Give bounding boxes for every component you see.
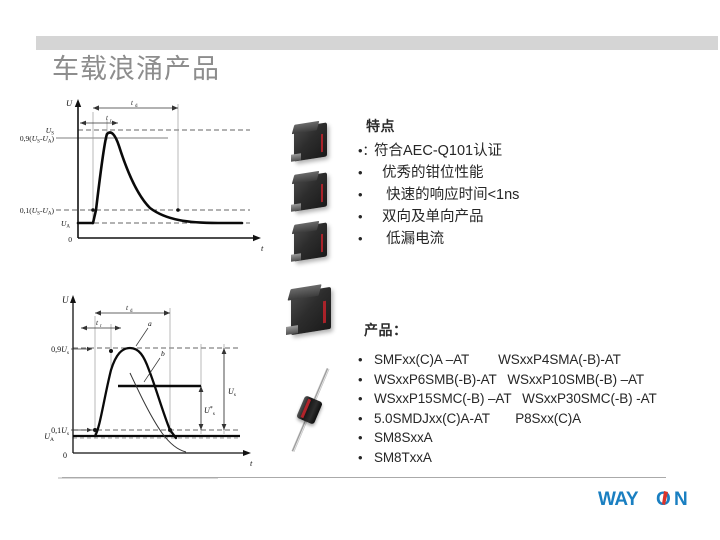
list-item: • 5.0SMDJxx(C)A-AT P8Sxx(C)A bbox=[358, 409, 714, 429]
product-text: WSxxP6SMB(-B)-AT WSxxP10SMB(-B) –AT bbox=[374, 371, 645, 387]
svg-text:t: t bbox=[126, 303, 129, 312]
axial-leaded-diode bbox=[286, 368, 334, 452]
svg-text:Us: Us bbox=[228, 387, 236, 398]
product-text: SMFxx(C)A –AT WSxxP4SMA(-B)-AT bbox=[374, 352, 621, 367]
svg-text:a: a bbox=[148, 319, 152, 328]
svg-text:t: t bbox=[261, 243, 264, 253]
smd-package-3 bbox=[288, 220, 334, 264]
products-list: • SMFxx(C)A –AT WSxxP4SMA(-B)-AT • WSxxP… bbox=[358, 350, 714, 467]
svg-text:r: r bbox=[100, 324, 102, 329]
bullet-marker: • bbox=[358, 371, 363, 387]
feature-text: 低漏电流 bbox=[374, 231, 445, 247]
list-item: • WSxxP6SMB(-B)-AT WSxxP10SMB(-B) –AT bbox=[358, 370, 714, 390]
products-section: 产品： • SMFxx(C)A –AT WSxxP4SMA(-B)-AT • W… bbox=[358, 320, 714, 467]
smd-package-1 bbox=[288, 120, 334, 164]
bullet-marker: • bbox=[358, 410, 363, 426]
svg-text:t: t bbox=[96, 318, 99, 327]
smd-package-2 bbox=[288, 170, 334, 214]
header-banner bbox=[36, 36, 718, 50]
svg-text:t: t bbox=[250, 458, 253, 468]
features-heading: 特点 bbox=[366, 118, 395, 134]
svg-text:0,9Us: 0,9Us bbox=[51, 345, 69, 356]
list-item: • SM8SxxA bbox=[358, 428, 714, 448]
feature-text: 优秀的钳位性能 bbox=[374, 165, 484, 181]
bullet-marker: • bbox=[358, 209, 363, 224]
list-item: • SMFxx(C)A –AT WSxxP4SMA(-B)-AT bbox=[358, 350, 714, 370]
svg-text:0,9(US-UA): 0,9(US-UA) bbox=[20, 134, 55, 145]
bullet-marker: •： bbox=[358, 143, 376, 158]
svg-text:U*s: U*s bbox=[204, 406, 215, 417]
list-item: • WSxxP15SMC(-B) –AT WSxxP30SMC(-B) -AT bbox=[358, 389, 714, 409]
products-heading: 产品： bbox=[364, 322, 408, 338]
svg-text:d: d bbox=[135, 104, 138, 109]
svg-text:r: r bbox=[110, 119, 112, 124]
list-item: • 优秀的钳位性能 bbox=[358, 162, 698, 184]
svg-text:U: U bbox=[66, 98, 73, 108]
svg-text:WAY: WAY bbox=[598, 489, 639, 510]
svg-text:UA: UA bbox=[61, 219, 70, 230]
list-item: • 快速的响应时间<1ns bbox=[358, 184, 698, 206]
list-item: • SM8TxxA bbox=[358, 448, 714, 468]
bullet-marker: • bbox=[358, 231, 363, 246]
svg-text:d: d bbox=[130, 309, 133, 314]
svg-text:b: b bbox=[161, 349, 165, 358]
smd-package-large bbox=[283, 284, 339, 338]
svg-text:0: 0 bbox=[63, 451, 67, 460]
page-title: 车载浪涌产品 bbox=[52, 54, 220, 84]
bullet-marker: • bbox=[358, 391, 363, 406]
footer-divider bbox=[62, 477, 666, 478]
chart-surge-pulse: t d t r U t US 0,9(US bbox=[18, 90, 280, 265]
features-section: 特点 •： 符合AEC-Q101认证 • 优秀的钳位性能 • 快速的响应时间<1… bbox=[358, 116, 698, 250]
chart-clamping-pulse: t d t r Us U*s bbox=[18, 278, 280, 483]
svg-text:U: U bbox=[62, 295, 69, 305]
svg-text:N: N bbox=[674, 489, 688, 510]
list-item: • 双向及单向产品 bbox=[358, 206, 698, 228]
product-text: SM8SxxA bbox=[374, 430, 433, 445]
svg-text:UA: UA bbox=[44, 432, 54, 443]
bullet-marker: • bbox=[358, 430, 363, 445]
bullet-marker: • bbox=[358, 352, 363, 367]
svg-text:US: US bbox=[46, 126, 54, 137]
svg-text:0,1Us: 0,1Us bbox=[51, 426, 69, 437]
svg-text:0,1(US-UA): 0,1(US-UA) bbox=[20, 206, 55, 217]
svg-text:t: t bbox=[106, 114, 109, 122]
product-text: 5.0SMDJxx(C)A-AT P8Sxx(C)A bbox=[374, 410, 582, 426]
product-text: SM8TxxA bbox=[374, 449, 432, 465]
bullet-marker: • bbox=[358, 449, 363, 465]
list-item: • 低漏电流 bbox=[358, 228, 698, 250]
feature-text: 双向及单向产品 bbox=[374, 209, 484, 225]
svg-text:0: 0 bbox=[68, 235, 72, 244]
bullet-marker: • bbox=[358, 187, 363, 202]
features-list: •： 符合AEC-Q101认证 • 优秀的钳位性能 • 快速的响应时间<1ns … bbox=[358, 140, 698, 250]
list-item: •： 符合AEC-Q101认证 bbox=[358, 140, 698, 162]
wayon-logo: WAY O N bbox=[598, 488, 706, 510]
bullet-marker: • bbox=[358, 165, 363, 180]
svg-text:t: t bbox=[131, 99, 134, 107]
feature-text: 符合AEC-Q101认证 bbox=[374, 143, 503, 159]
product-text: WSxxP15SMC(-B) –AT WSxxP30SMC(-B) -AT bbox=[374, 391, 657, 406]
feature-text: 快速的响应时间<1ns bbox=[374, 187, 520, 203]
